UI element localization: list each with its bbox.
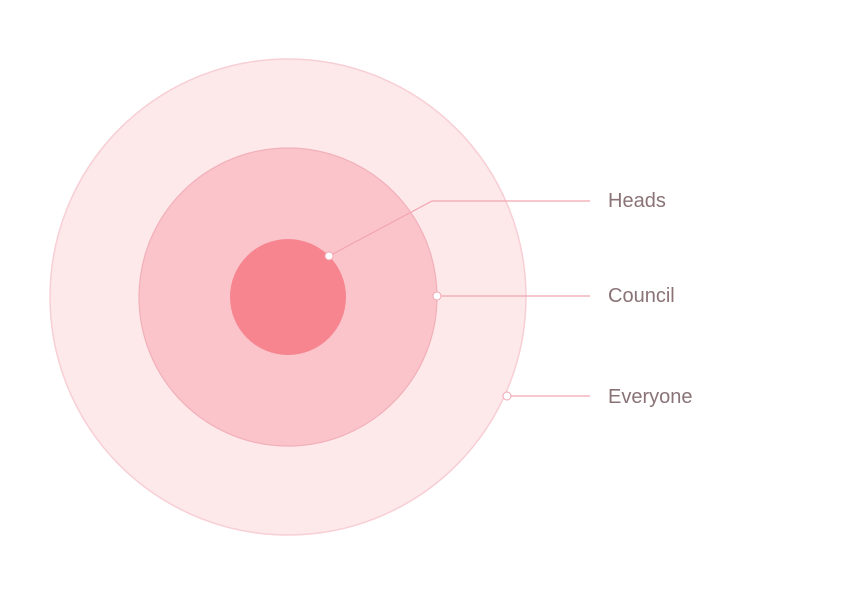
anchor-dot-council (432, 291, 442, 301)
anchor-dot-heads (324, 251, 334, 261)
label-heads: Heads (608, 190, 666, 212)
leader-line-heads (328, 200, 590, 257)
ring-heads (230, 239, 346, 355)
anchor-dot-everyone (502, 391, 512, 401)
label-everyone: Everyone (608, 386, 693, 408)
label-council: Council (608, 285, 675, 307)
